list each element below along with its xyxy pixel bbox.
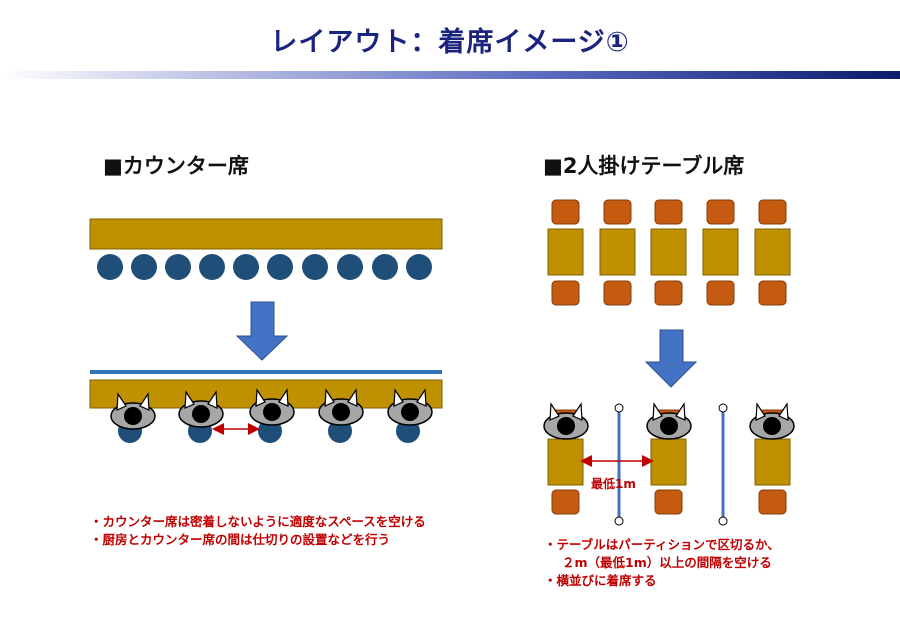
partition [90, 370, 442, 374]
partition-post [614, 403, 624, 413]
counter-notes: ・カウンター席は密着しないように適度なスペースを空ける ・厨房とカウンター席の間… [90, 513, 426, 549]
chair [551, 280, 580, 306]
table [547, 228, 584, 276]
stool [302, 254, 328, 280]
table [547, 438, 584, 486]
stool [337, 254, 363, 280]
note-line: ・カウンター席は密着しないように適度なスペースを空ける [90, 514, 426, 529]
counter-heading: ■カウンター席 [103, 154, 249, 178]
stool [406, 254, 432, 280]
table-row-before [547, 199, 791, 306]
chair [603, 199, 632, 225]
chair [758, 199, 787, 225]
chair [603, 280, 632, 306]
stool [233, 254, 259, 280]
title-divider [0, 71, 900, 79]
chair [758, 489, 787, 515]
note-line: ・テーブルはパーティションで区切るか、 [544, 537, 780, 552]
chair [654, 280, 683, 306]
table [754, 228, 791, 276]
table [702, 228, 739, 276]
chair [654, 489, 683, 515]
distance-label: 最低1m [591, 476, 636, 491]
table-notes: ・テーブルはパーティションで区切るか、 ２m（最低1m）以上の間隔を空ける ・横… [544, 536, 780, 590]
table [650, 438, 687, 486]
down-arrow-icon [235, 301, 289, 361]
counter-top [89, 218, 443, 250]
stool [267, 254, 293, 280]
customer-icon [749, 403, 795, 440]
table [754, 438, 791, 486]
chair [551, 489, 580, 515]
customer-icon [543, 403, 589, 440]
chair [706, 280, 735, 306]
table-heading: ■2人掛けテーブル席 [543, 154, 745, 178]
chair [706, 199, 735, 225]
table [650, 228, 687, 276]
chair [551, 199, 580, 225]
partition-post [718, 403, 728, 413]
partition-post [718, 516, 728, 526]
stool [165, 254, 191, 280]
table [599, 228, 636, 276]
stool [97, 254, 123, 280]
note-line: ２m（最低1m）以上の間隔を空ける [562, 555, 772, 570]
partition-post [614, 516, 624, 526]
chair [654, 199, 683, 225]
stool [131, 254, 157, 280]
page-title: レイアウト：着席イメージ① [270, 27, 630, 58]
stool [372, 254, 398, 280]
counter-stools-before [97, 254, 432, 280]
stool [199, 254, 225, 280]
chair [758, 280, 787, 306]
down-arrow-icon [644, 329, 698, 388]
note-line: ・厨房とカウンター席の間は仕切りの設置などを行う [90, 532, 391, 547]
table-customers [543, 403, 795, 440]
customer-icon [646, 403, 692, 440]
note-line: ・横並びに着席する [544, 573, 657, 588]
